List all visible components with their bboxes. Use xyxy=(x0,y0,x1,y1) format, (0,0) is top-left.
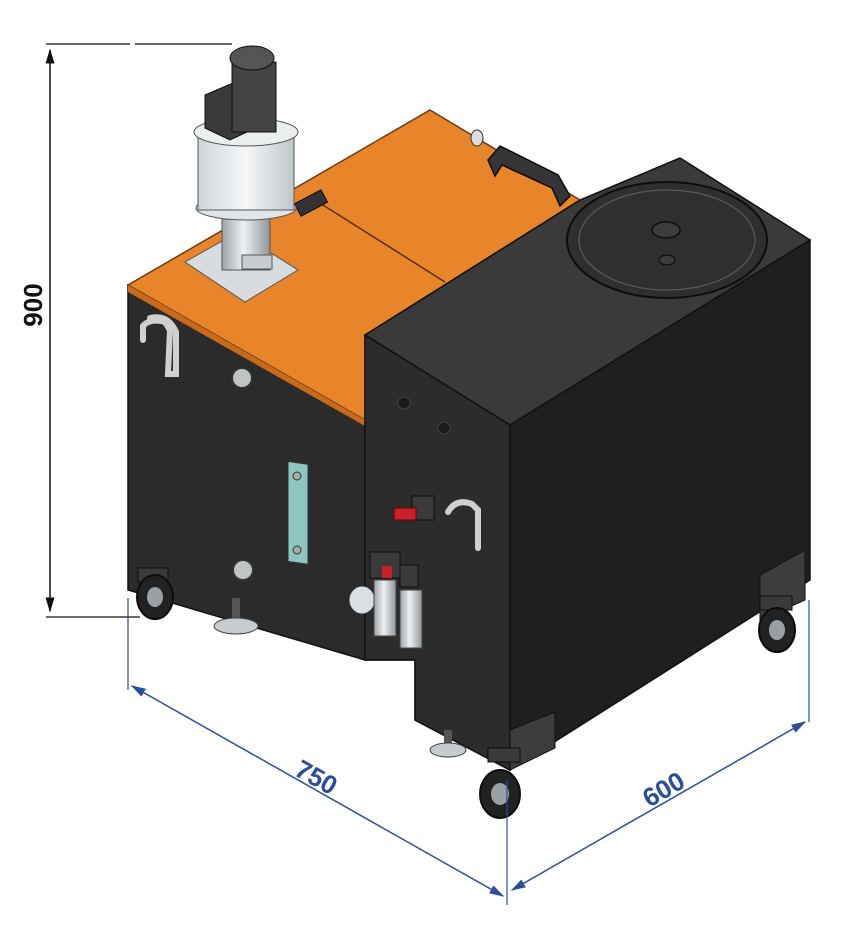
tank-lid-cap xyxy=(651,221,681,239)
right-block-side xyxy=(509,238,811,772)
lower-drain-port xyxy=(232,559,254,581)
lid-seam xyxy=(314,199,446,283)
leveling-foot-front xyxy=(213,598,259,635)
tank-lid-ring xyxy=(578,189,756,291)
tank-lid-port xyxy=(658,254,676,266)
filtration-unit xyxy=(126,45,812,819)
block-hole-2 xyxy=(437,421,451,435)
orange-lid-front-edge xyxy=(128,285,365,426)
caster-front-left xyxy=(136,567,174,620)
caster-rear-left xyxy=(470,129,484,147)
lid-handle[interactable] xyxy=(487,145,571,208)
pump-outlet xyxy=(241,254,273,270)
height-dimension xyxy=(45,43,232,618)
block-hole-1 xyxy=(397,396,411,410)
depth-dimension xyxy=(510,600,810,891)
right-pipe-connector xyxy=(445,499,481,551)
caster-front-right xyxy=(479,747,521,819)
air-filter-regulator xyxy=(348,551,423,649)
lid-latch[interactable] xyxy=(293,189,329,217)
motor-body xyxy=(231,61,277,133)
width-dimension xyxy=(127,598,508,905)
tank-lid xyxy=(566,181,768,299)
upper-port xyxy=(231,367,253,389)
left-pipe-connector xyxy=(140,314,179,377)
caster-rear-right xyxy=(758,595,796,653)
motor-fan-cap xyxy=(229,45,275,71)
depth-dimension-label: 600 xyxy=(637,765,690,813)
pump-glass-housing xyxy=(197,134,295,211)
level-sight-gauge xyxy=(287,460,309,565)
height-dimension-label: 900 xyxy=(18,283,48,326)
width-dimension-label: 750 xyxy=(290,753,342,800)
ball-valve[interactable] xyxy=(393,495,435,521)
